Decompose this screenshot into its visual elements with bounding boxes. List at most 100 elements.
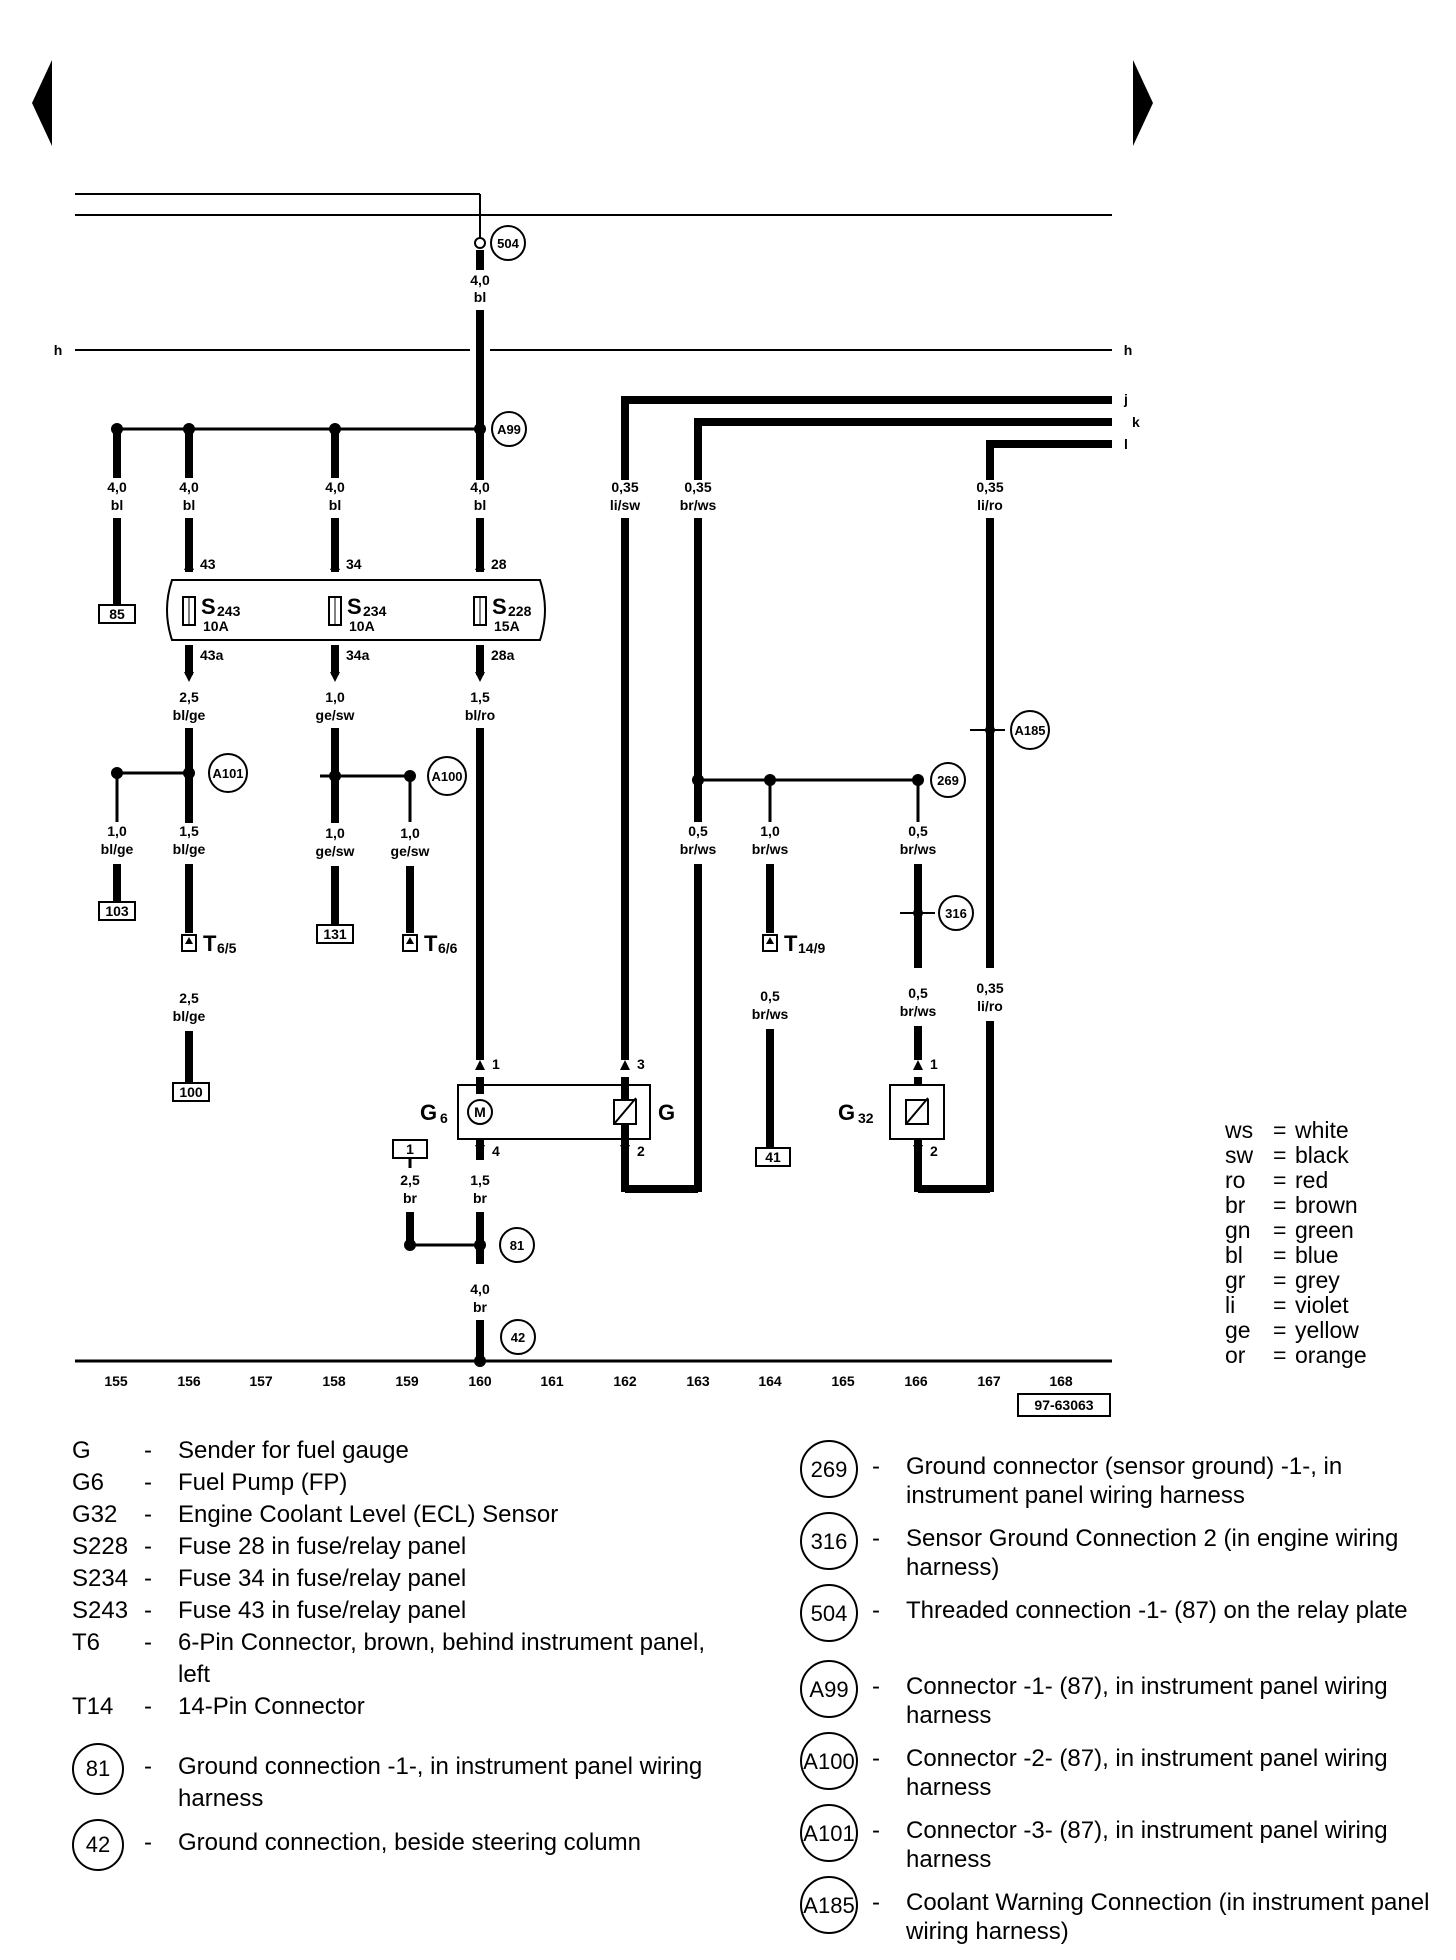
legend-circle-code: A101 bbox=[800, 1804, 858, 1862]
legend-code: T6 bbox=[72, 1629, 101, 1656]
color-eq: = bbox=[1273, 1142, 1287, 1168]
legend-text: Coolant Warning Connection (in instrumen… bbox=[906, 1889, 1430, 1945]
svg-text:A101: A101 bbox=[212, 766, 243, 781]
connector-T6-6: T 6/6 bbox=[402, 931, 458, 956]
color-key-row: bl=blue bbox=[1225, 1243, 1367, 1268]
component-G6-G: M G 6 G bbox=[420, 1077, 675, 1140]
svg-text:161: 161 bbox=[540, 1373, 564, 1389]
svg-text:0,35: 0,35 bbox=[976, 980, 1003, 996]
svg-text:br/ws: br/ws bbox=[752, 841, 789, 857]
next-page-icon[interactable] bbox=[1133, 60, 1153, 146]
legend-text: 14-Pin Connector bbox=[178, 1693, 365, 1720]
legend-dash: - bbox=[872, 1817, 880, 1844]
bus-l bbox=[986, 440, 1112, 480]
svg-text:bl: bl bbox=[329, 497, 341, 513]
svg-text:159: 159 bbox=[395, 1373, 419, 1389]
legend-dash: - bbox=[872, 1745, 880, 1772]
svg-text:28a: 28a bbox=[491, 647, 515, 663]
svg-text:S: S bbox=[347, 594, 362, 619]
color-name: brown bbox=[1295, 1192, 1358, 1218]
legend-text: 6-Pin Connector, brown, behind instrumen… bbox=[178, 1629, 705, 1688]
svg-text:0,35: 0,35 bbox=[976, 479, 1003, 495]
svg-text:bl/ge: bl/ge bbox=[173, 1008, 206, 1024]
color-eq: = bbox=[1273, 1117, 1287, 1143]
svg-text:42: 42 bbox=[511, 1330, 525, 1345]
svg-text:6: 6 bbox=[440, 1110, 448, 1126]
svg-text:6/6: 6/6 bbox=[438, 940, 458, 956]
color-abbr: gr bbox=[1225, 1267, 1246, 1293]
legend-text: Fuse 28 in fuse/relay panel bbox=[178, 1533, 467, 1560]
svg-text:M: M bbox=[474, 1104, 486, 1120]
svg-text:G: G bbox=[838, 1100, 855, 1125]
svg-text:4,0: 4,0 bbox=[470, 1281, 490, 1297]
legend-circle-code: A185 bbox=[800, 1876, 858, 1934]
svg-text:2,5: 2,5 bbox=[179, 689, 199, 705]
fuse-S243: S 243 10A bbox=[182, 594, 241, 634]
svg-text:4: 4 bbox=[492, 1143, 500, 1159]
legend-text: Ground connection, beside steering colum… bbox=[178, 1829, 641, 1856]
svg-text:103: 103 bbox=[105, 903, 129, 919]
connector-T14-9: T 14/9 bbox=[762, 931, 825, 956]
svg-text:ge/sw: ge/sw bbox=[316, 843, 355, 859]
color-eq: = bbox=[1273, 1217, 1287, 1243]
circle-A101: A101 bbox=[208, 753, 248, 793]
color-key-row: gr=grey bbox=[1225, 1268, 1367, 1293]
legend-code: G bbox=[72, 1437, 91, 1464]
color-eq: = bbox=[1273, 1267, 1287, 1293]
legend-dash: - bbox=[872, 1597, 880, 1624]
svg-text:A100: A100 bbox=[431, 769, 462, 784]
legend-code: S243 bbox=[72, 1597, 129, 1624]
bus-j bbox=[621, 396, 1112, 480]
legend-circle-code: A99 bbox=[800, 1660, 858, 1718]
svg-text:41: 41 bbox=[765, 1149, 781, 1165]
color-name: red bbox=[1295, 1167, 1329, 1193]
svg-text:l: l bbox=[1124, 436, 1128, 452]
color-key-row: ws=white bbox=[1225, 1118, 1367, 1143]
svg-text:1: 1 bbox=[930, 1056, 938, 1072]
svg-text:0,35: 0,35 bbox=[611, 479, 638, 495]
svg-text:li/ro: li/ro bbox=[977, 497, 1003, 513]
svg-text:br/ws: br/ws bbox=[680, 841, 717, 857]
circle-A99: A99 bbox=[491, 411, 527, 447]
color-eq: = bbox=[1273, 1167, 1287, 1193]
svg-text:1,5: 1,5 bbox=[470, 689, 490, 705]
legend-text: Ground connector (sensor ground) -1-, in… bbox=[906, 1453, 1343, 1509]
legend-dash: - bbox=[144, 1829, 152, 1856]
legend-code: G6 bbox=[72, 1469, 105, 1496]
color-key-row: gn=green bbox=[1225, 1218, 1367, 1243]
svg-text:28: 28 bbox=[491, 556, 507, 572]
legend-circle-item: 269-Ground connector (sensor ground) -1-… bbox=[800, 1440, 1440, 1510]
fuse-S228: S 228 15A bbox=[473, 594, 532, 634]
svg-text:br/ws: br/ws bbox=[680, 497, 717, 513]
legend-circle-item: A101-Connector -3- (87), in instrument p… bbox=[800, 1804, 1440, 1874]
svg-text:0,5: 0,5 bbox=[688, 823, 708, 839]
legend-item: G-Sender for fuel gauge bbox=[72, 1435, 712, 1467]
svg-text:131: 131 bbox=[323, 926, 347, 942]
svg-text:1,0: 1,0 bbox=[107, 823, 127, 839]
legend-text: Connector -3- (87), in instrument panel … bbox=[906, 1817, 1388, 1873]
svg-text:4,0: 4,0 bbox=[325, 479, 345, 495]
circle-A100: A100 bbox=[427, 756, 467, 796]
color-eq: = bbox=[1273, 1342, 1287, 1368]
color-name: orange bbox=[1295, 1342, 1367, 1368]
svg-text:32: 32 bbox=[858, 1110, 874, 1126]
svg-text:160: 160 bbox=[468, 1373, 492, 1389]
color-abbr: gn bbox=[1225, 1217, 1251, 1243]
prev-page-icon[interactable] bbox=[32, 60, 52, 146]
color-abbr: ws bbox=[1225, 1117, 1254, 1143]
legend-dash: - bbox=[144, 1753, 152, 1780]
terminal-box-103: 103 bbox=[98, 901, 136, 921]
svg-text:j: j bbox=[1123, 391, 1128, 407]
svg-text:li/ro: li/ro bbox=[977, 998, 1003, 1014]
legend-dash: - bbox=[872, 1889, 880, 1916]
svg-text:34a: 34a bbox=[346, 647, 370, 663]
legend-circle-item: A99-Connector -1- (87), in instrument pa… bbox=[800, 1660, 1440, 1730]
legend-circle-code: 81 bbox=[72, 1743, 124, 1795]
legend-dash: - bbox=[144, 1437, 152, 1464]
svg-text:h: h bbox=[54, 342, 63, 358]
legend-item: T14-14-Pin Connector bbox=[72, 1691, 712, 1723]
svg-text:168: 168 bbox=[1049, 1373, 1073, 1389]
legend-circle-item: 42-Ground connection, beside steering co… bbox=[72, 1819, 712, 1871]
